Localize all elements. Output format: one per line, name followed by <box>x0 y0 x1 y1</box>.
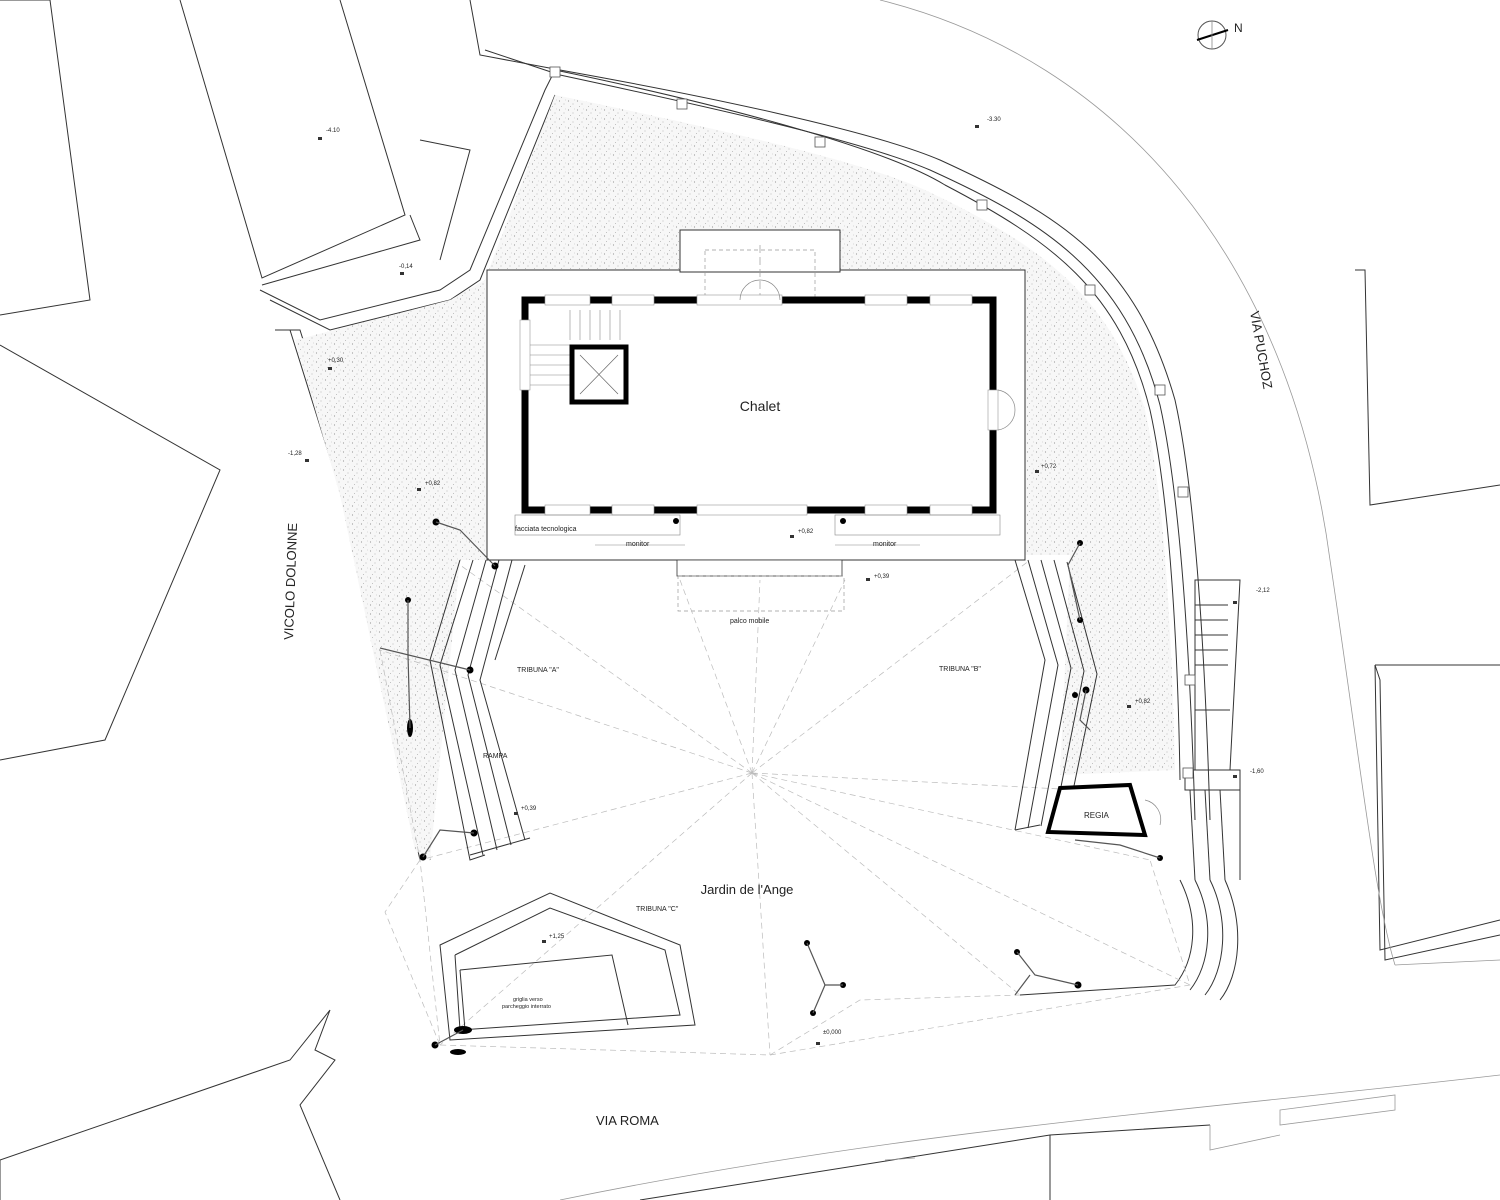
north-arrow-icon <box>1196 20 1229 50</box>
radial-lines <box>379 559 1191 1056</box>
facciata-label: facciata tecnologica <box>515 526 577 533</box>
griglia-label-1: griglia verso <box>513 997 543 1003</box>
palco-label: palco mobile <box>730 618 769 625</box>
level-mark: -1,28 <box>288 451 302 457</box>
road-lines <box>559 0 1500 1200</box>
level-mark: -3.30 <box>987 117 1001 123</box>
level-mark: +0,82 <box>425 481 441 487</box>
street-via-roma: VIA ROMA <box>596 1113 659 1128</box>
level-mark: -0,14 <box>399 264 413 270</box>
griglia-label-2: parcheggio interrato <box>502 1004 551 1010</box>
level-mark: -4.10 <box>326 128 340 134</box>
level-mark: +1,25 <box>549 934 565 940</box>
level-mark: +0,82 <box>1135 699 1151 705</box>
regia-label: REGIA <box>1084 811 1110 820</box>
level-mark: +0,72 <box>1041 464 1057 470</box>
north-label: N <box>1234 21 1243 35</box>
regia-booth <box>1045 782 1162 838</box>
tribuna-c <box>439 892 696 1041</box>
chalet-building <box>486 229 1026 577</box>
lamp-arms <box>379 521 1161 1046</box>
street-vicolo-dolonne: VICOLO DOLONNE <box>281 522 300 640</box>
level-symbols <box>305 125 1237 1045</box>
lamp-posts <box>405 518 1163 1055</box>
tribuna-a-label: TRIBUNA "A" <box>517 667 559 674</box>
rampa-label: RAMPA <box>483 753 508 760</box>
street-via-puchoz: VIA PUCHOZ <box>1247 310 1275 390</box>
level-mark: +0,82 <box>798 529 814 535</box>
level-mark: ±0,000 <box>823 1030 842 1036</box>
garden-label: Jardin de l'Ange <box>701 882 794 897</box>
building-label: Chalet <box>740 398 781 414</box>
level-mark: +0,39 <box>521 806 537 812</box>
tribuna-c-label: TRIBUNA "C" <box>636 906 679 913</box>
tribuna-a <box>429 559 531 861</box>
monitor-left-label: monitor <box>626 541 650 548</box>
level-mark: -2,12 <box>1256 588 1270 594</box>
level-mark: +0,30 <box>328 358 344 364</box>
tribuna-b-label: TRIBUNA "B" <box>939 666 981 673</box>
wall-columns <box>549 66 1196 779</box>
tribuna-b <box>1014 559 1098 831</box>
level-mark: +0,39 <box>874 574 890 580</box>
level-mark: -1,60 <box>1250 769 1264 775</box>
level-markers: -4.10 -3.30 -0,14 +0,30 -1,28 +0,82 +0,8… <box>288 117 1270 1036</box>
palco-mobile <box>677 575 845 612</box>
monitor-right-label: monitor <box>873 541 897 548</box>
gravel-area <box>295 95 1175 860</box>
